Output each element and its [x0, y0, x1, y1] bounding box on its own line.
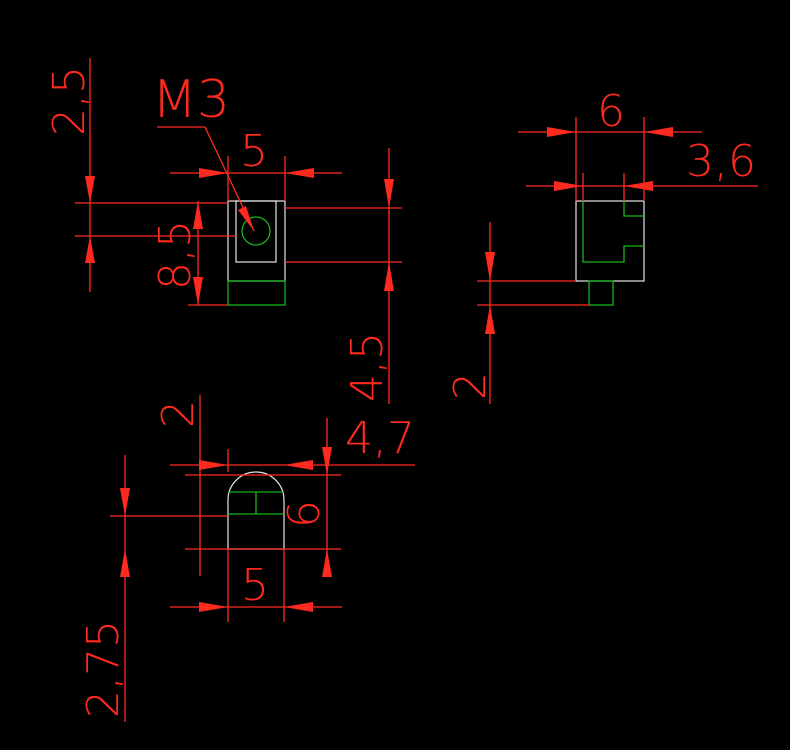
top-dim-4-7-label: 4,7 [345, 413, 415, 464]
dim-2-side-vertical [477, 222, 589, 404]
side-slot-upper [623, 201, 644, 217]
dim-4-5-label: 4,5 [342, 332, 393, 402]
front-nut-pocket [235, 200, 277, 263]
side-view: 6 3,6 2 [445, 86, 758, 404]
top-dim-6-label: 6 [279, 500, 330, 528]
dim-2-75-vertical [110, 455, 228, 722]
side-dim-6-label: 6 [597, 86, 625, 137]
side-tab-outline [588, 280, 614, 306]
side-dim-2-label: 2 [445, 372, 496, 400]
dim-5-label: 5 [240, 126, 268, 177]
top-dim-2-label: 2 [153, 400, 204, 428]
side-slot-lower [582, 201, 644, 263]
front-tab-outline [227, 280, 286, 306]
dim-3-6-horizontal [526, 173, 758, 201]
m3-hole-circle [241, 216, 271, 246]
dim-4-5-vertical [285, 148, 402, 404]
dim-5-top-horizontal [170, 549, 342, 622]
front-view: 2,5 M3 5 8,5 [44, 58, 402, 404]
dim-2-5-label: 2,5 [44, 66, 95, 136]
dim-6-top-vertical [185, 418, 341, 577]
top-dim-5-label: 5 [241, 560, 269, 611]
top-body-outline [227, 471, 285, 550]
m3-thread-label: M3 [152, 70, 230, 130]
m3-leader [157, 126, 255, 232]
dim-2-top-horizontal [170, 395, 415, 576]
side-dim-3-6-label: 3,6 [686, 136, 756, 187]
dim-8-5-vertical [188, 201, 228, 306]
top-view: 2 4,7 6 5 2,75 [78, 395, 415, 722]
dim-5-horizontal [170, 156, 342, 201]
dim-6-horizontal [518, 117, 702, 201]
dim-2-5-vertical [75, 58, 236, 292]
top-dim-2-75-label: 2,75 [78, 620, 129, 718]
dim-8-5-label: 8,5 [150, 220, 201, 290]
